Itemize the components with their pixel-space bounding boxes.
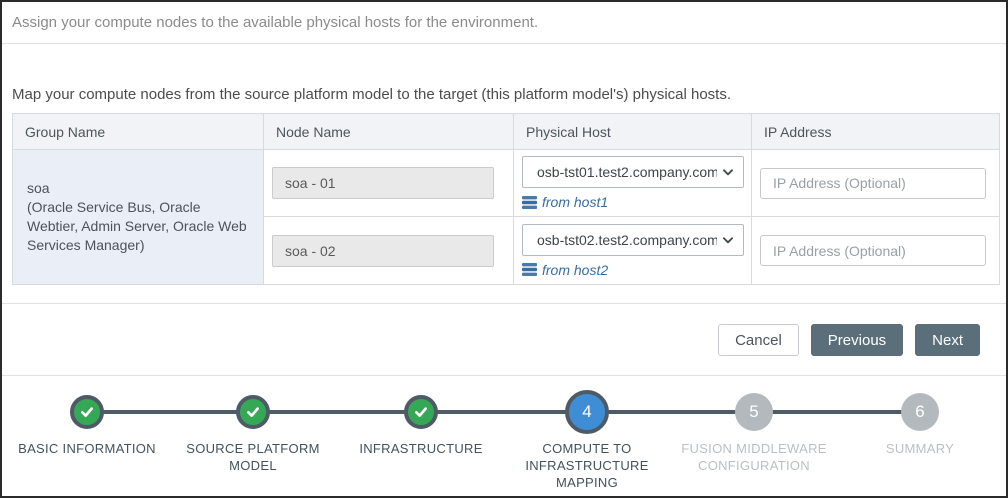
- table-row: [751, 217, 999, 284]
- wizard-actions: Cancel Previous Next: [718, 324, 980, 356]
- step-basic-information[interactable]: [70, 395, 104, 429]
- from-host-label: from host2: [542, 261, 609, 278]
- column-header-group-name: Group Name: [13, 114, 263, 150]
- table-row: osb-tst01.test2.company.com from host1: [513, 150, 751, 217]
- server-stack-icon: [522, 263, 537, 276]
- ip-address-input[interactable]: [760, 167, 986, 199]
- step-infrastructure[interactable]: [404, 395, 438, 429]
- physical-host-select[interactable]: osb-tst01.test2.company.com: [522, 156, 744, 188]
- step-source-platform-model[interactable]: [236, 395, 270, 429]
- step-label: COMPUTE TO INFRASTRUCTURE MAPPING: [525, 441, 649, 490]
- stepper-connector: [87, 410, 920, 414]
- next-button[interactable]: Next: [915, 324, 980, 356]
- column-header-ip-address: IP Address: [751, 114, 999, 150]
- divider: [2, 43, 1006, 44]
- divider: [2, 303, 1006, 304]
- step-label: FUSION MIDDLEWARE CONFIGURATION: [681, 441, 827, 473]
- compute-mapping-table: Group Name Node Name Physical Host IP Ad…: [12, 113, 1000, 285]
- chevron-down-icon: [722, 236, 734, 243]
- step-label: BASIC INFORMATION: [18, 441, 156, 456]
- column-header-physical-host: Physical Host: [513, 114, 751, 150]
- step-compute-to-infrastructure-mapping[interactable]: 4: [565, 390, 609, 434]
- step-number: 5: [749, 402, 759, 421]
- step-summary[interactable]: 6: [901, 393, 939, 431]
- step-label: SUMMARY: [885, 441, 955, 456]
- from-host-link[interactable]: from host1: [522, 194, 608, 210]
- table-row: [263, 217, 513, 284]
- previous-button[interactable]: Previous: [810, 324, 904, 356]
- physical-host-select[interactable]: osb-tst02.test2.company.com: [522, 223, 744, 256]
- from-host-label: from host1: [542, 194, 609, 210]
- node-name-input: [272, 167, 494, 199]
- step-fusion-middleware-configuration[interactable]: 5: [735, 393, 773, 431]
- divider: [2, 375, 1006, 376]
- step-label: SOURCE PLATFORM MODEL: [186, 441, 320, 473]
- step-label: INFRASTRUCTURE: [359, 441, 483, 456]
- physical-host-value: osb-tst02.test2.company.com: [537, 231, 717, 248]
- check-icon: [247, 407, 259, 417]
- wizard-stepper: 4 5 6 BASIC INFORMATION SOURCE PLATFORM …: [2, 376, 1006, 496]
- group-components: (Oracle Service Bus, Oracle Webtier, Adm…: [27, 199, 247, 253]
- group-name: soa: [27, 180, 50, 196]
- step-number: 4: [582, 402, 592, 421]
- cancel-button[interactable]: Cancel: [718, 324, 799, 356]
- table-row: [751, 150, 999, 217]
- check-icon: [81, 407, 93, 417]
- table-row: [263, 150, 513, 217]
- physical-host-value: osb-tst01.test2.company.com: [537, 164, 717, 180]
- ip-address-input[interactable]: [760, 235, 986, 266]
- node-name-input: [272, 234, 494, 267]
- page-instruction: Assign your compute nodes to the availab…: [12, 14, 539, 31]
- column-header-node-name: Node Name: [263, 114, 513, 150]
- from-host-link[interactable]: from host2: [522, 262, 608, 278]
- check-icon: [415, 407, 427, 417]
- step-number: 6: [915, 402, 925, 421]
- table-row: osb-tst02.test2.company.com from host2: [513, 217, 751, 284]
- chevron-down-icon: [722, 169, 734, 176]
- group-name-cell: soa (Oracle Service Bus, Oracle Webtier,…: [13, 150, 263, 284]
- server-stack-icon: [522, 195, 537, 209]
- mapping-instruction: Map your compute nodes from the source p…: [12, 86, 732, 103]
